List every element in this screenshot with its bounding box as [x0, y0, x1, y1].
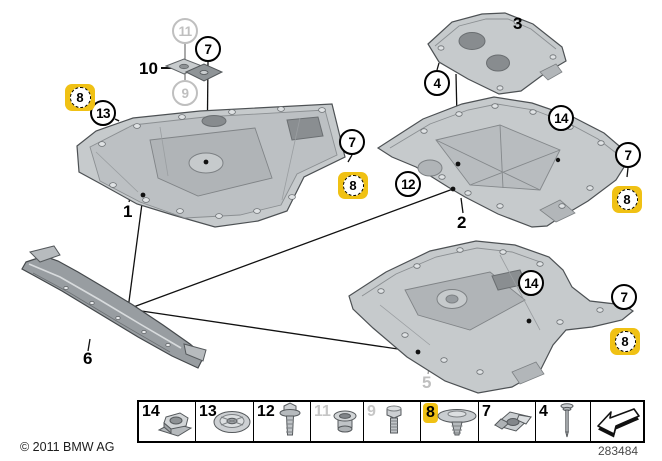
legend-num-12: 12 — [257, 403, 275, 420]
callout-11[interactable]: 11 — [172, 18, 198, 44]
callout-9-label: 9 — [181, 85, 190, 101]
callout-8-highlight-part1-right[interactable]: 8 — [338, 172, 368, 199]
hex-bolt-icon — [386, 405, 402, 434]
callout-14-part5[interactable]: 14 — [518, 270, 544, 296]
legend-cell-8[interactable]: 8 — [421, 402, 479, 441]
callout-7-label: 7 — [624, 147, 633, 163]
part-label-10[interactable]: 10 — [139, 59, 158, 78]
part-5-underbody-panel — [348, 240, 635, 394]
part-2-underbody-panel — [376, 96, 632, 228]
legend-num-7: 7 — [482, 403, 491, 420]
attachment-dots — [140, 157, 561, 355]
callout-14-label: 14 — [554, 110, 568, 126]
callout-8-circle: 8 — [342, 175, 364, 196]
legend-cell-7[interactable]: 7 — [479, 402, 536, 441]
callout-7-label: 7 — [204, 41, 213, 57]
plastic-washer-icon — [213, 411, 251, 433]
callout-4-label: 4 — [433, 75, 442, 91]
callout-4[interactable]: 4 — [424, 70, 450, 96]
callout-7-part1[interactable]: 7 — [339, 129, 365, 155]
legend-cell-14[interactable]: 14 — [139, 402, 196, 441]
part-3-cover-panel — [427, 12, 567, 95]
callout-14-part2[interactable]: 14 — [548, 105, 574, 131]
callout-8-label: 8 — [76, 90, 84, 105]
callout-7-label: 7 — [348, 134, 357, 150]
legend-num-8-highlight: 8 — [423, 403, 438, 424]
legend-cell-11[interactable]: 11 — [311, 402, 364, 441]
part-label-2[interactable]: 2 — [457, 213, 467, 232]
diagram-number: 283484 — [598, 444, 639, 458]
part-label-3[interactable]: 3 — [513, 14, 523, 33]
legend-num-4: 4 — [539, 403, 548, 420]
legend-cell-arrow[interactable] — [591, 402, 643, 441]
callout-13-label: 13 — [96, 105, 110, 121]
legend-num-9: 9 — [367, 403, 376, 420]
part-10-bracket — [164, 58, 224, 82]
legend-cell-9[interactable]: 9 — [364, 402, 421, 441]
callout-11-label: 11 — [178, 23, 192, 39]
cage-nut-icon — [157, 412, 193, 437]
callout-8-circle: 8 — [69, 87, 91, 108]
callout-8-highlight-part2[interactable]: 8 — [612, 186, 642, 213]
callout-7-label: 7 — [620, 289, 629, 305]
flanged-bolt-icon — [279, 402, 301, 436]
legend-num-8: 8 — [426, 404, 435, 421]
part-label-6[interactable]: 6 — [83, 349, 93, 368]
callout-8-circle: 8 — [614, 331, 636, 352]
callout-8-highlight-part5[interactable]: 8 — [610, 328, 640, 355]
callout-8-label: 8 — [623, 192, 631, 207]
callout-9[interactable]: 9 — [172, 80, 198, 106]
expansion-rivet-icon — [437, 409, 477, 436]
legend-num-13: 13 — [199, 403, 217, 420]
legend-cell-4[interactable]: 4 — [536, 402, 591, 441]
callout-8-label: 8 — [621, 334, 629, 349]
direction-arrow-icon — [597, 408, 640, 438]
legend-cell-13[interactable]: 13 — [196, 402, 254, 441]
fastener-legend: 14 13 12 — [137, 400, 645, 443]
part-label-5[interactable]: 5 — [422, 373, 432, 392]
callout-8-highlight-part1-left[interactable]: 8 — [65, 84, 95, 111]
legend-num-11: 11 — [314, 403, 331, 420]
part-6-front-splash-shield — [21, 245, 207, 369]
callout-13[interactable]: 13 — [90, 100, 116, 126]
callout-14-label: 14 — [524, 275, 538, 291]
legend-num-14: 14 — [142, 403, 160, 420]
part-1-engine-undershield — [76, 103, 346, 228]
screw-pin-icon — [560, 403, 574, 438]
part-label-1[interactable]: 1 — [123, 202, 133, 221]
callout-8-label: 8 — [349, 178, 357, 193]
grommet-icon — [333, 410, 357, 433]
callout-7-bracket[interactable]: 7 — [195, 36, 221, 62]
callout-7-part5[interactable]: 7 — [611, 284, 637, 310]
speed-nut-icon — [493, 411, 533, 432]
callout-12-label: 12 — [401, 176, 415, 192]
callout-12[interactable]: 12 — [395, 171, 421, 197]
legend-cell-12[interactable]: 12 — [254, 402, 311, 441]
copyright-text: © 2011 BMW AG — [20, 440, 115, 454]
callout-7-part2[interactable]: 7 — [615, 142, 641, 168]
callout-8-circle: 8 — [616, 189, 638, 210]
